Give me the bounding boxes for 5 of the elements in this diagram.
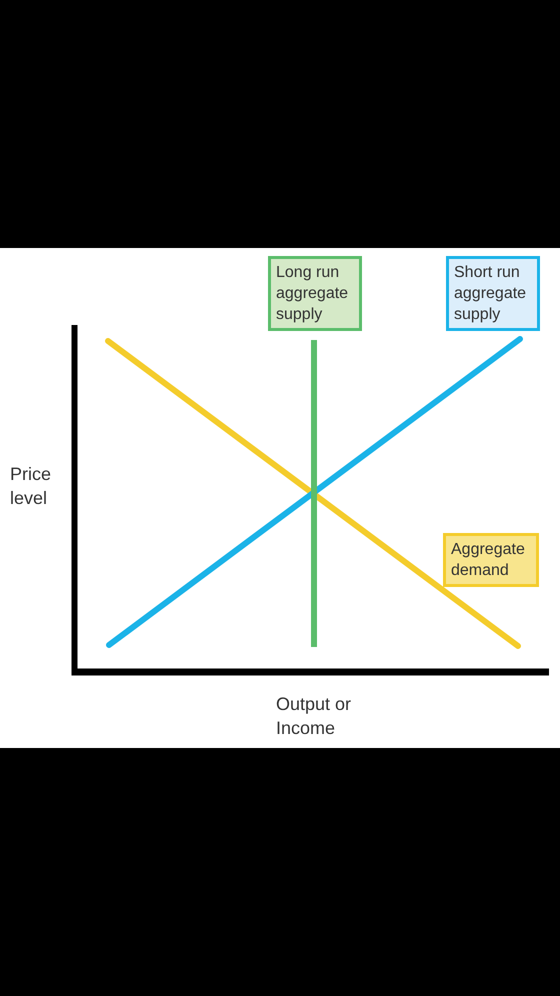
curve-label: Long run aggregate supply <box>268 256 362 331</box>
curve-label: Short run aggregate supply <box>446 256 540 331</box>
curve-label: Aggregate demand <box>443 533 539 587</box>
y-axis-title: Price level <box>10 463 52 510</box>
x-axis-title: Output or Income <box>276 693 352 740</box>
